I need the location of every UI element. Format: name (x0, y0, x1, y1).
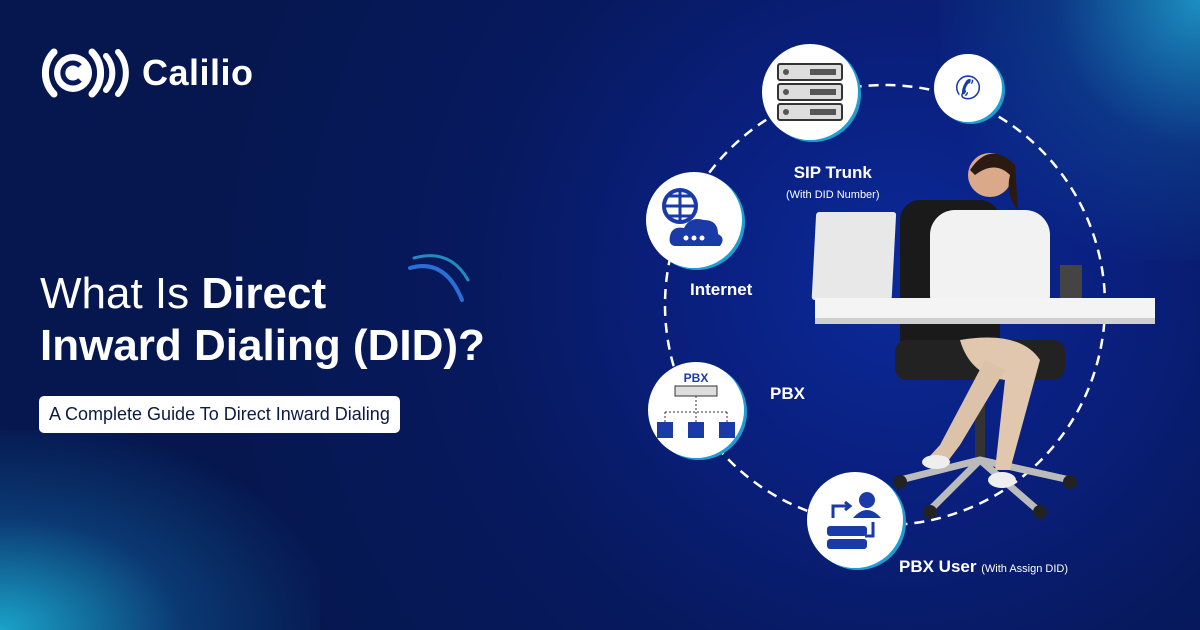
pbx-user-node (807, 472, 903, 568)
phone-icon: ✆ (954, 70, 982, 106)
pbx-icon-text: PBX (684, 371, 709, 385)
server-rack-icon (777, 63, 843, 121)
brand-logo: Calilio (40, 40, 254, 106)
sip-trunk-label: SIP Trunk (With DID Number) (786, 163, 880, 203)
title-part1: What Is (40, 269, 202, 318)
glow-decoration (0, 430, 320, 630)
globe-cloud-icon (662, 188, 723, 246)
sip-trunk-title: SIP Trunk (793, 163, 872, 182)
woman-at-desk-illustration (811, 153, 1155, 519)
phone-node: ✆ (934, 54, 1002, 122)
pbx-network-icon: PBX (657, 371, 735, 438)
calilio-logo-icon (41, 48, 129, 98)
internet-node (646, 172, 742, 268)
internet-label: Internet (690, 280, 753, 299)
page-title: What Is Direct Inward Dialing (DID)? (40, 268, 485, 372)
pbx-node: PBX (648, 362, 744, 458)
sip-trunk-note: (With DID Number) (786, 189, 880, 201)
subtitle-badge: A Complete Guide To Direct Inward Dialin… (39, 396, 400, 433)
pbx-user-note: (With Assign DID) (981, 563, 1069, 575)
signal-arc-icon (408, 254, 470, 302)
pbx-user-label: PBX User (With Assign DID) (899, 557, 1068, 577)
title-line2: Inward Dialing (DID)? (40, 321, 485, 370)
pbx-user-title: PBX User (899, 557, 977, 576)
user-server-transfer-icon (827, 492, 881, 549)
pbx-label: PBX (770, 384, 805, 403)
sip-trunk-node (762, 44, 858, 140)
title-part2: Direct (201, 269, 327, 318)
brand-name: Calilio (142, 52, 254, 93)
